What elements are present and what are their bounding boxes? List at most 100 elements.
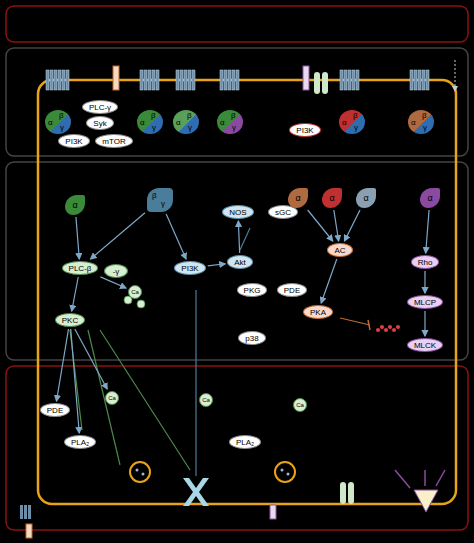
- protein-ellipse: PI3K: [289, 123, 320, 137]
- signal-arrow: [345, 210, 361, 241]
- g-protein: αβγ: [173, 110, 199, 134]
- protein-ellipse: PLC-β: [62, 261, 99, 275]
- protein-ellipse: Rho: [411, 255, 440, 269]
- g-protein: αβγ: [137, 110, 163, 134]
- signal-arrow: [321, 259, 337, 303]
- node-label: γ: [161, 200, 165, 208]
- node-label: α: [295, 193, 300, 203]
- signal-arrow: [91, 213, 145, 259]
- calcium-ion: Ca: [199, 393, 213, 407]
- protein-ellipse: -γ: [104, 264, 128, 278]
- node-label: PKG: [244, 286, 261, 295]
- signal-arrow: [424, 271, 425, 293]
- node-label: mTOR: [102, 137, 125, 146]
- node-label: PLA₂: [236, 438, 254, 447]
- protein-ellipse: MLCK: [407, 338, 443, 352]
- signal-arrow: [424, 311, 425, 336]
- protein-ellipse: PLC-γ: [82, 100, 118, 114]
- node-label: β: [231, 112, 236, 120]
- node-label: β: [59, 112, 64, 120]
- g-alpha-subunit: α: [420, 188, 440, 208]
- protein-ellipse: PDE: [277, 283, 307, 297]
- node-label: α: [176, 119, 181, 127]
- protein-ellipse: Syk: [86, 116, 113, 130]
- node-label: Akt: [234, 258, 246, 267]
- signal-arrow: [76, 217, 79, 259]
- signal-arrow: [308, 210, 333, 241]
- node-label: PLC-γ: [89, 103, 111, 112]
- node-label: α: [411, 119, 416, 127]
- g-protein: αβγ: [408, 110, 434, 134]
- protein-ellipse: PKA: [303, 305, 333, 319]
- protein-ellipse: PDE: [40, 403, 70, 417]
- protein-ellipse: PI3K: [58, 134, 89, 148]
- node-label: β: [422, 112, 427, 120]
- node-label: β: [187, 112, 192, 120]
- node-label: NOS: [229, 208, 246, 217]
- node-label: p38: [245, 334, 258, 343]
- node-label: MLCP: [414, 298, 436, 307]
- signal-arrow: [208, 264, 226, 266]
- signal-arrow: [75, 329, 107, 389]
- g-alpha-subunit: α: [65, 195, 85, 215]
- node-label: α: [342, 119, 347, 127]
- protein-ellipse: mTOR: [95, 134, 132, 148]
- protein-ellipse: MLCP: [407, 295, 443, 309]
- node-label: PLA₂: [71, 438, 89, 447]
- node-label: α: [72, 200, 77, 210]
- protein-ellipse: PKC: [55, 313, 85, 327]
- node-label: PDE: [47, 406, 63, 415]
- node-label: Ca: [202, 397, 210, 403]
- protein-ellipse: Akt: [227, 255, 253, 269]
- node-label: α: [220, 119, 225, 127]
- g-protein: αβγ: [339, 110, 365, 134]
- node-label: β: [151, 112, 156, 120]
- node-label: PDE: [284, 286, 300, 295]
- node-label: -γ: [113, 267, 120, 276]
- node-label: MLCK: [414, 341, 436, 350]
- protein-ellipse: PLA₂: [229, 435, 261, 449]
- signal-arrow: [426, 210, 429, 253]
- node-label: γ: [152, 124, 156, 132]
- node-label: γ: [60, 124, 64, 132]
- node-label: γ: [188, 124, 192, 132]
- node-label: Ca: [296, 402, 304, 408]
- protein-ellipse: PI3K: [174, 261, 205, 275]
- protein-ellipse: PKG: [237, 283, 268, 297]
- node-label: α: [48, 119, 53, 127]
- protein-ellipse: AC: [327, 243, 352, 257]
- signal-arrow: [166, 214, 186, 259]
- node-label: α: [427, 193, 432, 203]
- node-label: β: [152, 192, 157, 200]
- g-alpha-subunit: α: [322, 188, 342, 208]
- node-label: PI3K: [181, 264, 198, 273]
- node-label: Ca: [108, 395, 116, 401]
- node-label: γ: [232, 124, 236, 132]
- g-alpha-subunit: α: [288, 188, 308, 208]
- node-label: PKC: [62, 316, 78, 325]
- calcium-ion: Ca: [105, 391, 119, 405]
- node-label: γ: [354, 124, 358, 132]
- node-label: Ca: [131, 289, 139, 295]
- node-label: α: [363, 193, 368, 203]
- signal-arrow: [56, 329, 68, 401]
- g-protein: αβγ: [217, 110, 243, 134]
- node-label: PI3K: [65, 137, 82, 146]
- signal-arrow: [238, 221, 239, 253]
- signal-arrow: [72, 277, 79, 311]
- node-label: sGC: [275, 208, 291, 217]
- g-betagamma-subunit: βγ: [147, 188, 173, 212]
- node-label: AC: [334, 246, 345, 255]
- node-label: Syk: [93, 119, 106, 128]
- node-label: α: [329, 193, 334, 203]
- protein-ellipse: NOS: [222, 205, 253, 219]
- calcium-ion: Ca: [293, 398, 307, 412]
- node-label: Rho: [418, 258, 433, 267]
- g-protein: αβγ: [45, 110, 71, 134]
- node-label: α: [140, 119, 145, 127]
- node-label: PKA: [310, 308, 326, 317]
- signal-arrow: [100, 277, 126, 288]
- signal-arrow: [334, 210, 339, 241]
- g-alpha-subunit: α: [356, 188, 376, 208]
- node-label: PI3K: [296, 126, 313, 135]
